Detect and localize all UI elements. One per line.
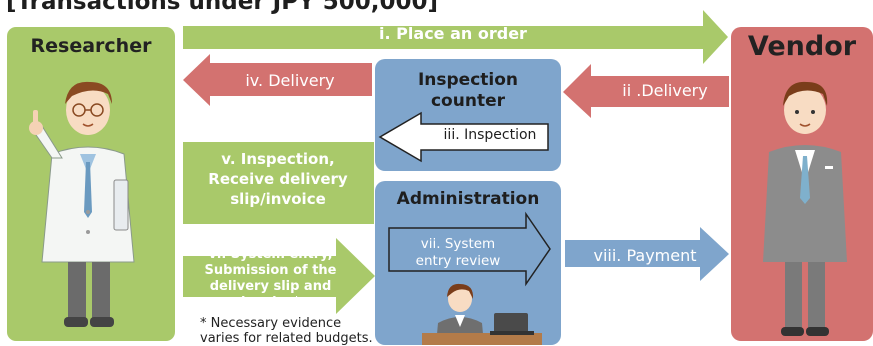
block-inspection-receive — [183, 142, 374, 224]
step-v-label: v. Inspection, Receive delivery slip/inv… — [208, 150, 348, 208]
arrow-delivery-to-inspection — [563, 64, 729, 118]
page-title: [Transactions under JPY 500,000] — [6, 0, 439, 15]
researcher-illustration — [29, 81, 135, 327]
clerk-illustration — [422, 283, 542, 345]
footnote: * Necessary evidence varies for related … — [200, 316, 373, 346]
arrow-inspection — [378, 111, 549, 163]
vendor-label: Vendor — [747, 31, 857, 62]
step-vi-label: vi. System entry, Submission of the deli… — [204, 247, 337, 310]
step-viii-label: viii. Payment — [593, 246, 697, 265]
arrow-system-entry — [183, 238, 375, 314]
researcher-label: Researcher — [30, 35, 152, 57]
arrow-system-review — [388, 211, 551, 287]
step-iii-label: iii. Inspection — [443, 127, 537, 143]
step-iv-label: iv. Delivery — [245, 71, 335, 90]
inspection-counter-label: Inspection counter — [417, 70, 519, 111]
arrow-payment — [565, 227, 729, 281]
arrow-delivery-to-researcher — [183, 54, 372, 106]
step-vii-label: vii. System entry review — [415, 236, 501, 269]
vendor-illustration — [763, 81, 847, 336]
administration-label: Administration — [396, 189, 540, 209]
arrow-place-order — [183, 10, 728, 64]
step-ii-label: ii .Delivery — [622, 81, 708, 100]
step-i-label: i. Place an order — [379, 24, 527, 43]
